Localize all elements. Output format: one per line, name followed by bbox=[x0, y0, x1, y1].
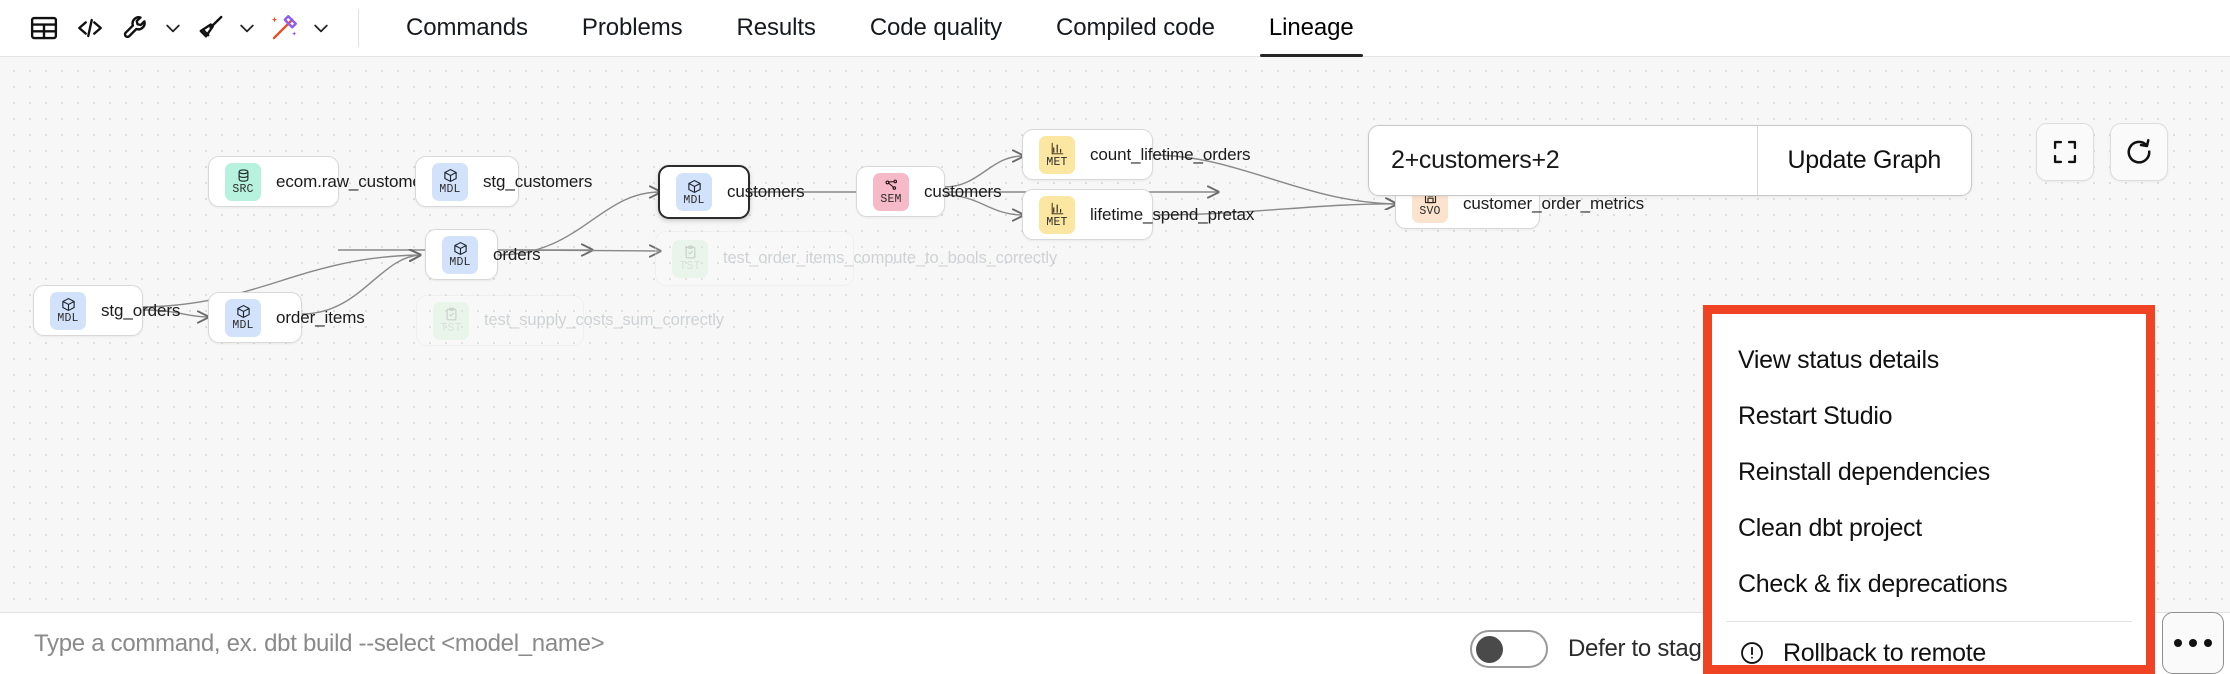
tab-problems[interactable]: Problems bbox=[581, 14, 683, 41]
badge-tst: TST bbox=[672, 239, 708, 278]
tab-commands[interactable]: Commands bbox=[406, 14, 528, 41]
lineage-node-test-supply-costs[interactable]: TST test_supply_costs_sum_correctly bbox=[416, 295, 724, 346]
menu-item-rollback-to-remote[interactable]: Rollback to remote bbox=[1712, 625, 2146, 674]
badge-mdl: MDL bbox=[432, 162, 468, 201]
badge-mdl: MDL bbox=[225, 298, 261, 337]
chevron-down-icon-ai[interactable] bbox=[308, 6, 334, 50]
menu-item-clean-dbt-project[interactable]: Clean dbt project bbox=[1738, 513, 1922, 542]
badge-mdl: MDL bbox=[50, 291, 86, 330]
node-label: order_items bbox=[276, 307, 365, 327]
studio-context-menu: View status details Restart Studio Reins… bbox=[1712, 314, 2146, 667]
menu-item-label: Rollback to remote bbox=[1783, 638, 1987, 667]
node-label: lifetime_spend_pretax bbox=[1090, 204, 1255, 224]
broom-icon[interactable] bbox=[188, 6, 232, 50]
menu-item-check-fix-deprecations[interactable]: Check & fix deprecations bbox=[1738, 569, 2008, 598]
node-label: test_order_items_compute_to_bools_correc… bbox=[723, 249, 1058, 267]
lineage-node-customers-semantic[interactable]: SEM customers bbox=[856, 166, 1002, 217]
lineage-node-customers-model[interactable]: MDL customers bbox=[658, 165, 805, 219]
more-options-button[interactable] bbox=[2162, 612, 2224, 674]
defer-toggle[interactable] bbox=[1470, 630, 1548, 668]
badge-type-label: SRC bbox=[232, 183, 254, 196]
node-label: customer_order_metrics bbox=[1463, 193, 1645, 213]
badge-type-label: MDL bbox=[449, 256, 471, 269]
lineage-node-stg-customers[interactable]: MDL stg_customers bbox=[415, 156, 592, 207]
node-label: test_supply_costs_sum_correctly bbox=[484, 311, 724, 329]
menu-item-reinstall-dependencies[interactable]: Reinstall dependencies bbox=[1738, 457, 1990, 486]
node-label: customers bbox=[727, 182, 805, 201]
chevron-down-icon-tools[interactable] bbox=[160, 6, 186, 50]
graph-selector-input[interactable] bbox=[1369, 126, 1757, 195]
node-label: ecom.raw_customers bbox=[276, 171, 436, 191]
code-icon[interactable] bbox=[68, 6, 112, 50]
graph-selector-bar: Update Graph bbox=[1368, 125, 1972, 196]
lineage-node-orders[interactable]: MDL orders bbox=[425, 229, 541, 280]
lineage-node-ecom-raw-customers[interactable]: SRC ecom.raw_customers bbox=[208, 156, 436, 207]
badge-type-label: SEM bbox=[880, 193, 902, 206]
badge-tst: TST bbox=[433, 301, 469, 340]
refresh-icon[interactable] bbox=[2110, 123, 2168, 181]
node-label: count_lifetime_orders bbox=[1090, 144, 1251, 164]
alert-circle-icon bbox=[1738, 639, 1766, 667]
node-label: stg_orders bbox=[101, 300, 181, 320]
node-label: orders bbox=[493, 244, 541, 264]
top-toolbar: Commands Problems Results Code quality C… bbox=[0, 0, 2230, 57]
badge-type-label: MDL bbox=[683, 193, 705, 207]
lineage-node-order-items[interactable]: MDL order_items bbox=[208, 292, 365, 343]
tab-compiled-code[interactable]: Compiled code bbox=[1056, 14, 1215, 41]
badge-type-label: MDL bbox=[439, 183, 461, 196]
context-menu-highlight: View status details Restart Studio Reins… bbox=[1703, 305, 2155, 674]
dot bbox=[2204, 639, 2212, 647]
magic-wand-icon[interactable] bbox=[262, 6, 306, 50]
badge-type-label: MDL bbox=[57, 312, 79, 325]
node-label: customers bbox=[924, 181, 1002, 201]
badge-type-label: TST bbox=[440, 322, 462, 335]
badge-sem: SEM bbox=[873, 172, 909, 211]
badge-src: SRC bbox=[225, 162, 261, 201]
menu-item-restart-studio[interactable]: Restart Studio bbox=[1738, 401, 1893, 430]
badge-type-label: TST bbox=[679, 260, 701, 273]
dot bbox=[2189, 639, 2197, 647]
badge-type-label: MDL bbox=[232, 319, 254, 332]
tab-code-quality[interactable]: Code quality bbox=[869, 14, 1003, 41]
dot bbox=[2174, 639, 2182, 647]
update-graph-button[interactable]: Update Graph bbox=[1756, 126, 1971, 195]
tab-lineage[interactable]: Lineage bbox=[1242, 0, 1381, 57]
lineage-node-test-order-items[interactable]: TST test_order_items_compute_to_bools_co… bbox=[655, 231, 1057, 286]
canvas-action-buttons bbox=[2036, 123, 2168, 181]
table-icon[interactable] bbox=[22, 6, 66, 50]
defer-to-staging-control: Defer to staging bbox=[1470, 630, 1733, 668]
node-label: stg_customers bbox=[483, 171, 593, 191]
lineage-node-lifetime-spend-pretax[interactable]: MET lifetime_spend_pretax bbox=[1022, 189, 1254, 240]
menu-separator bbox=[1726, 621, 2132, 622]
badge-met: MET bbox=[1039, 195, 1075, 234]
chevron-down-icon-clean[interactable] bbox=[234, 6, 260, 50]
badge-type-label: SVO bbox=[1419, 205, 1441, 218]
lineage-node-stg-orders[interactable]: MDL stg_orders bbox=[33, 285, 180, 336]
badge-mdl: MDL bbox=[676, 173, 712, 211]
tab-results[interactable]: Results bbox=[736, 14, 816, 41]
toolbar-icon-group bbox=[0, 0, 334, 57]
menu-item-view-status-details[interactable]: View status details bbox=[1738, 345, 1939, 374]
badge-type-label: MET bbox=[1046, 156, 1068, 169]
fit-view-button[interactable] bbox=[2036, 123, 2094, 181]
command-input[interactable] bbox=[14, 621, 1434, 667]
badge-met: MET bbox=[1039, 135, 1075, 174]
badge-type-label: MET bbox=[1046, 216, 1068, 229]
panel-tabs: Commands Problems Results Code quality C… bbox=[379, 0, 1381, 57]
toggle-knob bbox=[1476, 635, 1503, 663]
lineage-node-count-lifetime-orders[interactable]: MET count_lifetime_orders bbox=[1022, 129, 1251, 180]
toolbar-divider bbox=[358, 9, 359, 47]
badge-mdl: MDL bbox=[442, 235, 478, 274]
wrench-icon[interactable] bbox=[114, 6, 158, 50]
